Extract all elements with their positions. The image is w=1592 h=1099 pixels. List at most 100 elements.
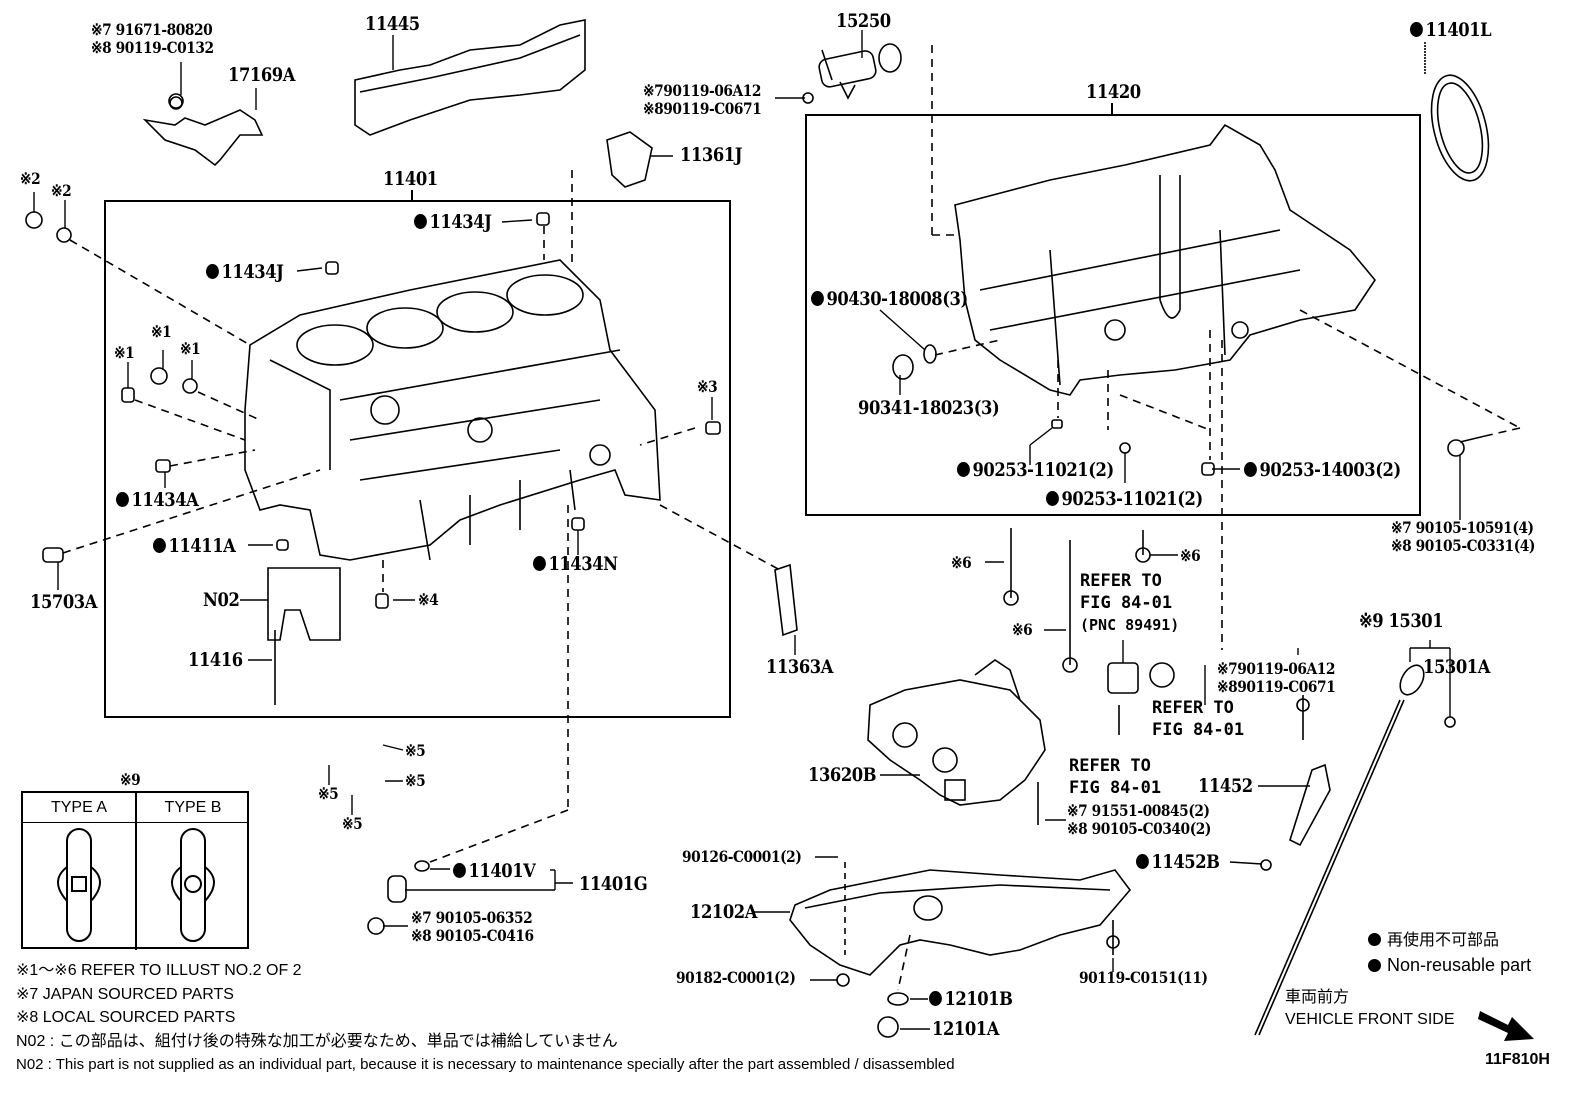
callout-11445[interactable]: 11445 [365,13,420,35]
note-ref-5c: ※5 [318,784,339,803]
non-reusable-dot-icon [1244,462,1257,477]
non-reusable-dot-icon [929,991,942,1006]
cylinder-block-drawing [244,259,661,561]
non-reusable-dot-icon [414,214,427,229]
callout-11420-group[interactable]: 11420 [1086,81,1141,103]
callout-11434J-upper[interactable]: 11434J [414,212,492,232]
refer-fig-84-01-pnc[interactable]: REFER TO FIG 84-01 (PNC 89491) [1080,571,1180,634]
dipstick-handle-square-icon [57,828,101,942]
callout-11363A[interactable]: 11363A [766,656,833,678]
callout-11401V[interactable]: 11401V [453,861,536,881]
type-a-cell [23,823,137,950]
callout-N02[interactable]: N02 [203,589,240,611]
dipstick-handle-round-icon [171,828,215,942]
non-reusable-dot-icon [811,291,824,306]
non-reusable-dot-icon [1136,854,1149,869]
figure-code: 11F810H [1485,1051,1550,1068]
callout-11411A[interactable]: 11411A [153,536,236,556]
note-ref-4: ※4 [418,590,439,609]
oil-control-valve-drawing [802,43,902,104]
callout-13620B[interactable]: 13620B [808,764,877,786]
non-reusable-dot-icon [957,462,970,477]
callout-11434N[interactable]: 11434N [533,554,618,574]
legend-non-reusable-jp: 再使用不可部品 [1368,932,1499,950]
note-ref-6b: ※6 [1180,546,1201,565]
non-reusable-dot-icon [116,492,129,507]
callout-90126-C0001[interactable]: 90126-C0001(2) [682,847,802,866]
oil-seal-11401L-drawing [1424,42,1490,182]
type-b-header: TYPE B [137,793,249,823]
footnote-refer-illust: ※1～※6 REFER TO ILLUST NO.2 OF 2 [16,962,302,979]
note-ref-2b: ※2 [51,181,72,200]
non-reusable-dot-icon [1368,959,1381,972]
note-ref-1c: ※1 [180,339,201,358]
note-ref-5a: ※5 [405,741,426,760]
callout-12102A[interactable]: 12102A [690,901,757,923]
refer-fig-84-01-c[interactable]: REFER TO FIG 84-01 [1069,756,1162,798]
phantom-lines [62,45,1521,991]
oil-pan-12102A-drawing [789,862,1132,976]
callout-15250-bolt[interactable]: ※790119-06A12 ※890119-C0671 [643,81,762,118]
note-ref-5d: ※5 [342,814,363,833]
callout-17169A-bolt[interactable]: ※7 91671-80820 ※8 90119-C0132 [91,20,214,57]
footnote-japan-sourced: ※7 JAPAN SOURCED PARTS [16,986,234,1003]
oil-pump-13620B-drawing [867,659,1046,806]
callout-17169A[interactable]: 17169A [228,64,295,86]
callout-90119-C0151[interactable]: 90119-C0151(11) [1079,968,1208,987]
type-a-header: TYPE A [23,793,137,823]
callout-90253-11021-a[interactable]: 90253-11021(2) [957,460,1114,480]
leader-lines [33,30,1461,1030]
callout-90105-10591[interactable]: ※7 90105-10591(4) ※8 90105-C0331(4) [1391,518,1536,555]
oil-level-gauge-drawing [1254,664,1425,1036]
non-reusable-dot-icon [1410,22,1423,37]
note-ref-3: ※3 [697,377,718,396]
non-reusable-dot-icon [533,556,546,571]
callout-90430-18008[interactable]: 90430-18008(3) [811,289,968,309]
callout-90253-11021-b[interactable]: 90253-11021(2) [1046,489,1203,509]
crankcase-drawing [954,123,1376,396]
callout-15301A[interactable]: 15301A [1423,656,1490,678]
legend-non-reusable-en: Non-reusable part [1368,956,1531,974]
non-reusable-dot-icon [206,264,219,279]
note-ref-1a: ※1 [114,343,135,362]
note-ref-5b: ※5 [405,771,426,790]
note-ref-6c: ※6 [1012,620,1033,639]
callout-90182-C0001[interactable]: 90182-C0001(2) [676,968,796,987]
footnote-local-sourced: ※8 LOCAL SOURCED PARTS [16,1009,236,1026]
callout-15250[interactable]: 15250 [836,10,891,32]
gasket-11361J-drawing [606,131,653,188]
callout-11361J[interactable]: 11361J [680,144,743,166]
cylinder-block-group-frame [104,200,731,718]
vehicle-front-arrow-icon [1478,1011,1534,1041]
footnote-N02-jp: N02 : この部品は、組付け後の特殊な加工が必要なため、単品では補給していませ… [16,1033,618,1050]
callout-15703A[interactable]: 15703A [30,591,97,613]
callout-11401L[interactable]: 11401L [1410,20,1492,40]
callout-12101B[interactable]: 12101B [929,989,1013,1009]
non-reusable-dot-icon [1368,933,1381,946]
callout-12101A[interactable]: 12101A [932,1018,999,1040]
callout-15301[interactable]: ※9 15301 [1359,610,1444,632]
callout-90105-06352[interactable]: ※7 90105-06352 ※8 90105-C0416 [411,908,534,945]
legend-front-jp: 車両前方 [1285,989,1350,1006]
note-ref-2a: ※2 [20,169,41,188]
callout-11434A[interactable]: 11434A [116,490,199,510]
callout-90253-14003[interactable]: 90253-14003(2) [1244,460,1401,480]
non-reusable-dot-icon [453,863,466,878]
refer-fig-84-01-b[interactable]: REFER TO FIG 84-01 [1152,698,1245,740]
callout-11401-group[interactable]: 11401 [383,168,438,190]
callout-90341-18023[interactable]: 90341-18023(3) [858,397,1000,419]
callout-11416[interactable]: 11416 [188,649,243,671]
callout-11401G[interactable]: 11401G [579,873,648,895]
type-table-note: ※9 [120,770,141,789]
non-reusable-dot-icon [153,538,166,553]
callout-11452[interactable]: 11452 [1198,775,1253,797]
legend-front-en: VEHICLE FRONT SIDE [1285,1011,1455,1028]
footnote-N02-en: N02 : This part is not supplied as an in… [16,1056,955,1073]
callout-11434J-lower[interactable]: 11434J [206,262,284,282]
callout-11452B[interactable]: 11452B [1136,852,1220,872]
callout-90119-06A12[interactable]: ※790119-06A12 ※890119-C0671 [1217,659,1336,696]
bracket-17169A-drawing [142,96,264,167]
callout-91551-00845[interactable]: ※7 91551-00845(2) ※8 90105-C0340(2) [1067,801,1212,838]
type-b-cell [137,823,249,950]
